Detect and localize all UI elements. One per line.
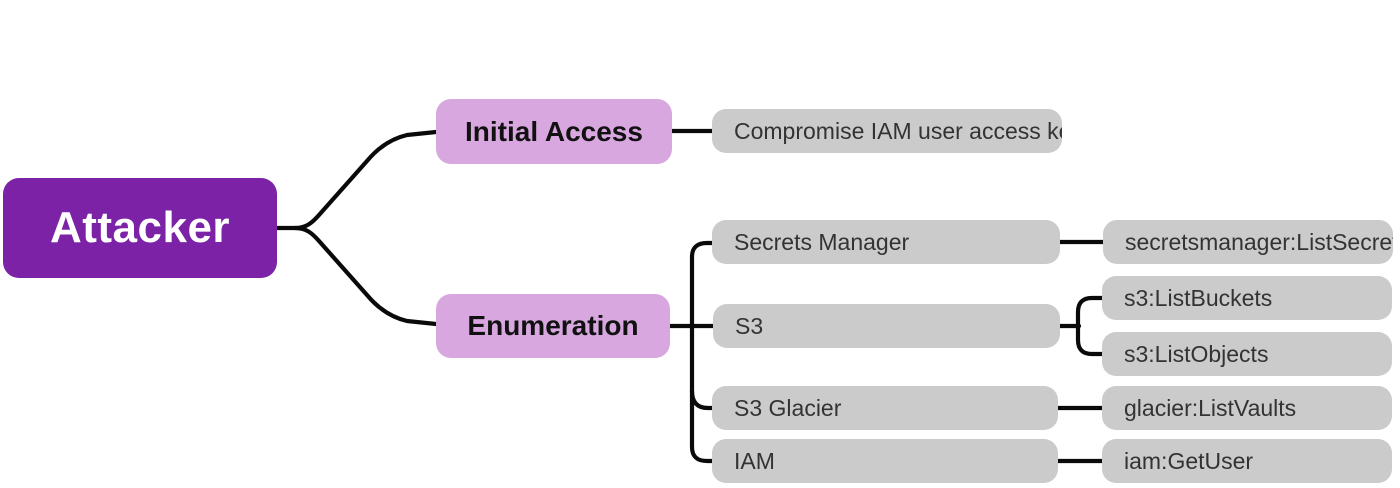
node-listbuckets-label: s3:ListBuckets: [1124, 284, 1273, 311]
edge-enumeration-to-secrets-manager: [689, 240, 716, 329]
node-initial-access: Initial Access: [436, 99, 672, 164]
edge-enumeration-to-s3-glacier: [689, 388, 716, 411]
edge-enumeration-to-iam: [689, 323, 716, 464]
edge-root-to-enumeration: [292, 225, 439, 327]
node-compromise-iam-user-access-key: Compromise IAM user access key: [712, 109, 1062, 153]
node-iam-label: IAM: [734, 447, 775, 474]
node-iam: IAM: [712, 439, 1058, 483]
node-s3-glacier-label: S3 Glacier: [734, 394, 842, 421]
node-initial-access-label: Initial Access: [465, 115, 643, 147]
node-s3-listbuckets: s3:ListBuckets: [1102, 276, 1392, 320]
node-s3-label: S3: [735, 312, 764, 339]
node-compromise-label: Compromise IAM user access key: [734, 117, 1062, 144]
node-attacker-label: Attacker: [49, 203, 231, 252]
node-listsecrets-label: secretsmanager:ListSecrets: [1125, 228, 1393, 255]
node-s3: S3: [713, 304, 1060, 348]
node-iam-getuser: iam:GetUser: [1102, 439, 1392, 483]
node-secrets-manager-label: Secrets Manager: [734, 228, 910, 255]
node-secretsmanager-listsecrets: secretsmanager:ListSecrets: [1103, 220, 1393, 264]
edge-root-to-initial-access: [274, 129, 439, 231]
node-attacker: Attacker: [3, 178, 277, 278]
node-getuser-label: iam:GetUser: [1124, 447, 1254, 474]
node-s3-glacier: S3 Glacier: [712, 386, 1058, 430]
node-listobjects-label: s3:ListObjects: [1124, 340, 1269, 367]
node-listvaults-label: glacier:ListVaults: [1124, 394, 1297, 421]
node-secrets-manager: Secrets Manager: [712, 220, 1060, 264]
node-glacier-listvaults: glacier:ListVaults: [1102, 386, 1392, 430]
node-enumeration-label: Enumeration: [467, 310, 639, 341]
edge-s3-to-children: [1075, 295, 1106, 357]
node-s3-listobjects: s3:ListObjects: [1102, 332, 1392, 376]
node-enumeration: Enumeration: [436, 294, 670, 358]
